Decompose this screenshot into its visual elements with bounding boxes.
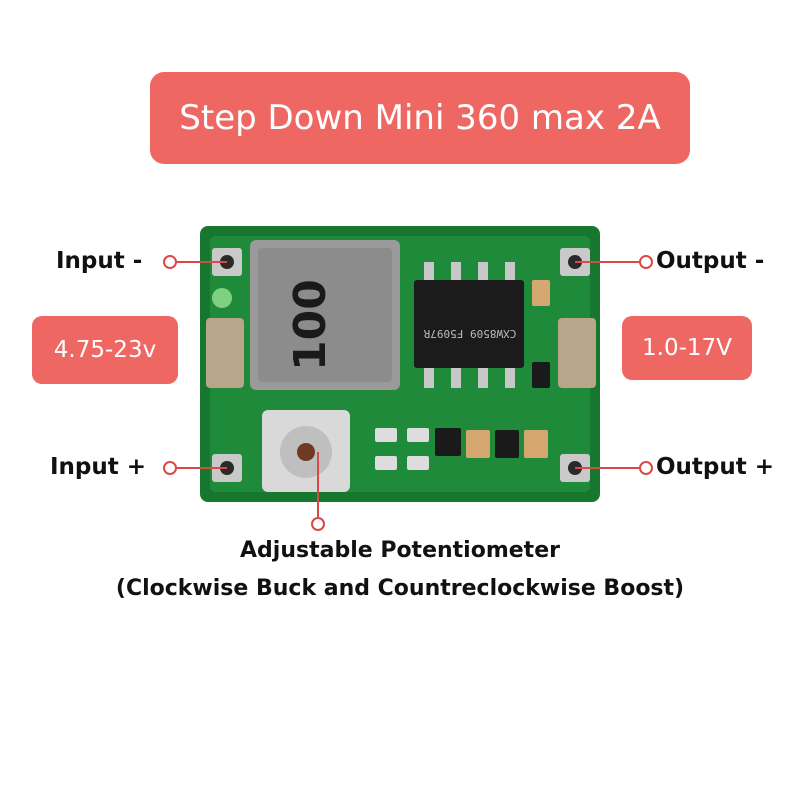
potentiometer-subtitle: (Clockwise Buck and Countreclockwise Boo… <box>115 576 685 601</box>
smd-part <box>495 430 519 458</box>
input-capacitor <box>206 318 244 388</box>
output-minus-label: Output - <box>656 248 765 274</box>
output-plus-label: Output + <box>656 454 775 480</box>
input-minus-label: Input - <box>56 248 143 274</box>
smd-part <box>532 362 550 388</box>
potentiometer-title: Adjustable Potentiometer <box>240 538 560 563</box>
potentiometer-center <box>297 443 315 461</box>
title-text: Step Down Mini 360 max 2A <box>179 98 661 138</box>
chip-marking: CXW8509 F5097R <box>423 327 516 340</box>
input-range-text: 4.75-23v <box>53 337 157 363</box>
output-range-badge: 1.0-17V <box>622 316 752 380</box>
title-banner: Step Down Mini 360 max 2A <box>150 72 690 164</box>
output-range-text: 1.0-17V <box>642 335 732 361</box>
smd-part <box>466 430 490 458</box>
test-pad <box>212 288 232 308</box>
smd-part <box>375 428 397 442</box>
smd-part <box>407 456 429 470</box>
smd-part <box>375 456 397 470</box>
chip-pins <box>424 262 515 388</box>
smd-part <box>407 428 429 442</box>
output-capacitor <box>558 318 596 388</box>
input-plus-label: Input + <box>50 454 147 480</box>
regulator-chip <box>414 280 524 368</box>
smd-part <box>435 428 461 456</box>
input-range-badge: 4.75-23v <box>32 316 178 384</box>
inductor-top <box>258 248 392 382</box>
inductor-marking: 100 <box>285 279 336 371</box>
smd-part <box>524 430 548 458</box>
callouts <box>163 255 653 531</box>
smd-part <box>532 280 550 306</box>
